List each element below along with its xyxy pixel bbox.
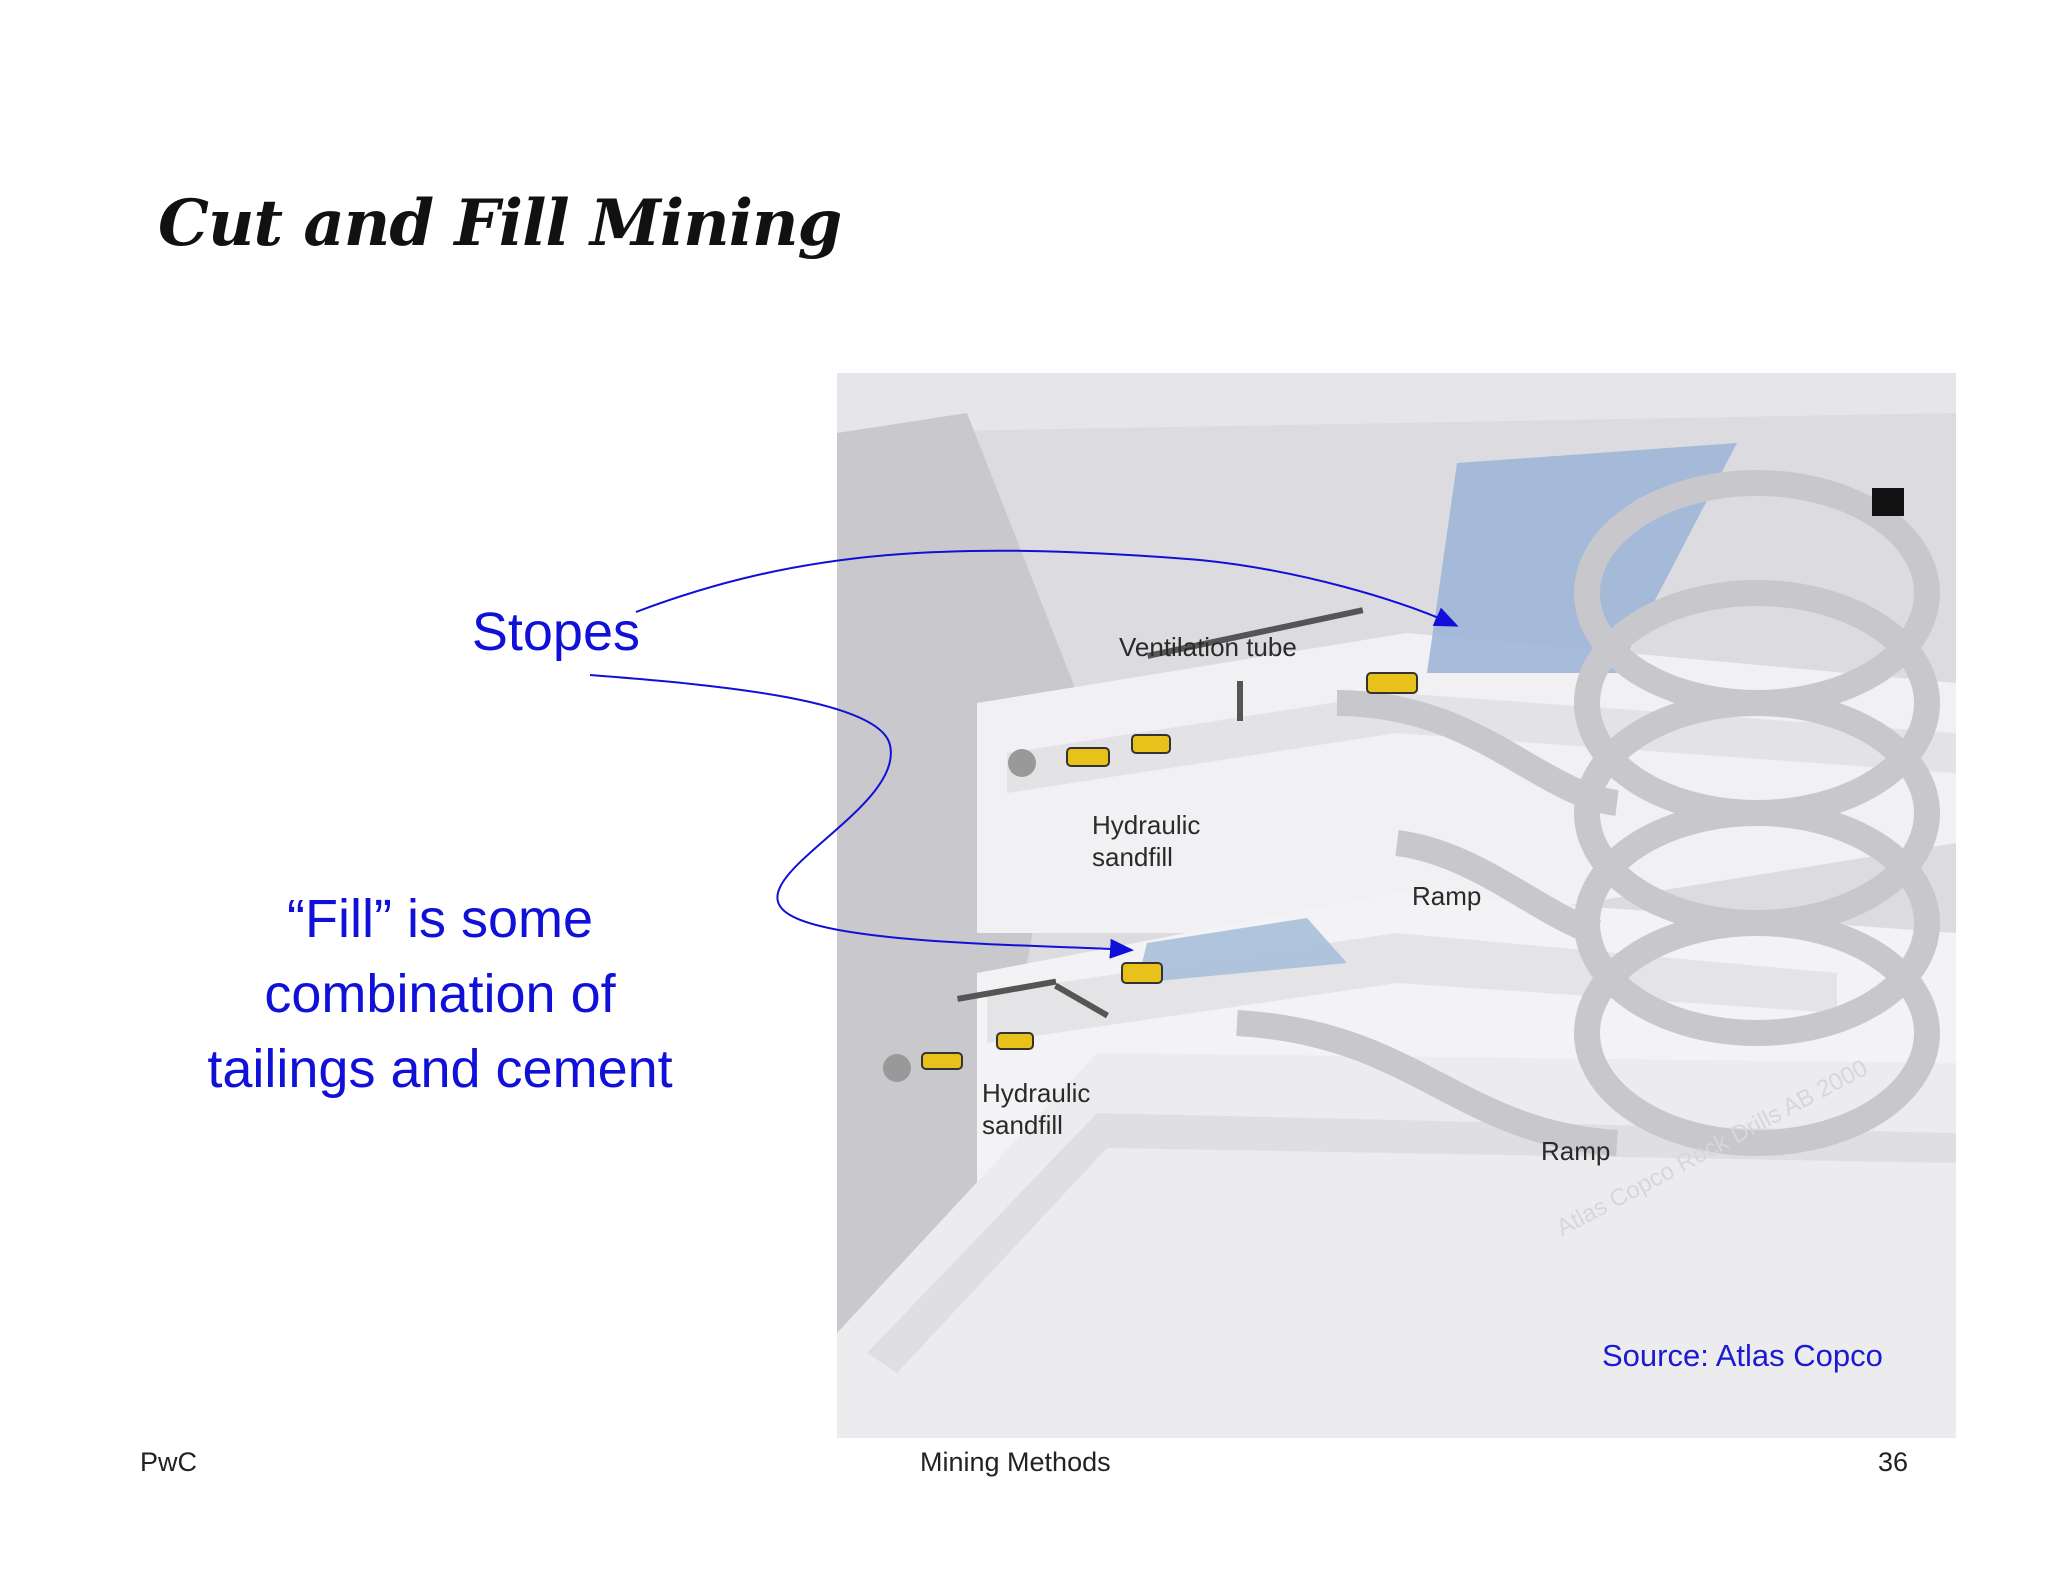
hydraulic-sandfill-upper-label: Hydraulic sandfill xyxy=(1092,809,1200,873)
loader-upper-1 xyxy=(1066,747,1110,767)
spiral-ramp xyxy=(1236,470,1940,1156)
footer-page-number: 36 xyxy=(1878,1447,1909,1477)
cut-and-fill-illustration: Ventilation tube Hydraulic sandfill Hydr… xyxy=(837,373,1956,1438)
fill-callout: “Fill” is some combination of tailings a… xyxy=(140,882,740,1107)
footer-company: PwC xyxy=(140,1447,198,1477)
drill-rig-upper xyxy=(1366,672,1418,694)
mine-diagram xyxy=(837,373,1956,1438)
slide-title: Cut and Fill Mining xyxy=(158,186,842,261)
fill-callout-line: combination of xyxy=(264,964,616,1024)
drill-rig-lower xyxy=(1121,962,1163,984)
fill-callout-line: “Fill” is some xyxy=(287,889,593,949)
ramp-portal xyxy=(1872,488,1904,516)
stopes-callout: Stopes xyxy=(471,602,640,662)
label-line: Hydraulic xyxy=(1092,810,1201,840)
label-line: sandfill xyxy=(1092,842,1173,872)
loader-lower-1 xyxy=(921,1052,963,1070)
truck-lower-1 xyxy=(996,1032,1034,1050)
fill-callout-line: tailings and cement xyxy=(207,1039,673,1099)
ventilation-tube-label: Ventilation tube xyxy=(1119,632,1297,662)
source-credit: Source: Atlas Copco xyxy=(1602,1338,1883,1373)
ventilation-tube-lower xyxy=(956,978,1057,1002)
ramp-upper-label: Ramp xyxy=(1412,881,1482,911)
footer-section-title: Mining Methods xyxy=(920,1447,1111,1477)
truck-upper-1 xyxy=(1131,734,1171,754)
lower-stope-panel xyxy=(1137,918,1347,983)
label-line: sandfill xyxy=(982,1110,1063,1140)
ramp-lower-label: Ramp xyxy=(1541,1136,1611,1166)
hydraulic-sandfill-lower-label: Hydraulic sandfill xyxy=(982,1077,1090,1141)
label-line: Hydraulic xyxy=(982,1078,1091,1108)
